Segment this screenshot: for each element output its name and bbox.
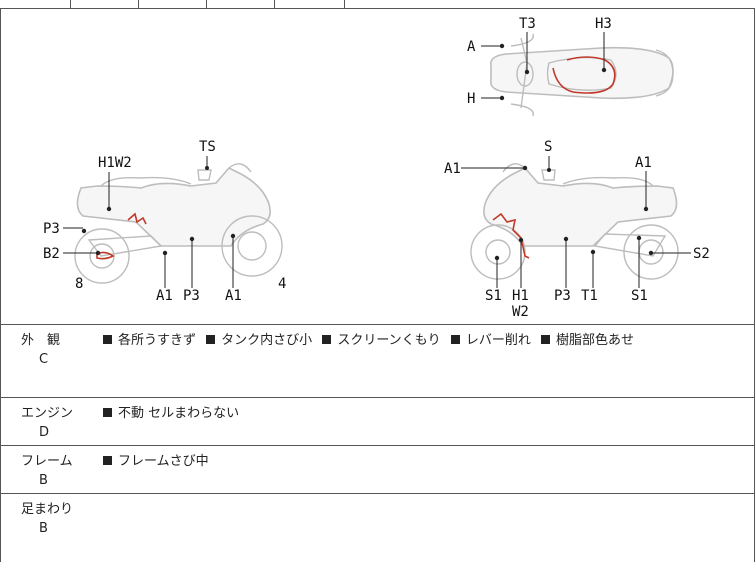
section-grade: D: [39, 425, 50, 440]
label-top-a: A: [467, 39, 476, 55]
label-left-b2: B2: [43, 246, 60, 262]
condition-table: 外 観 C 各所うすきず タンク内さび小 スクリーンくもり レバー削れ 樹脂部色…: [0, 324, 755, 562]
bullet-square-icon: [103, 456, 112, 465]
label-right-a1-rear: A1: [635, 155, 652, 171]
note-item: フレームさび中: [118, 454, 209, 469]
label-left-4: 4: [278, 276, 286, 292]
section-notes: 不動 セルまわらない: [103, 402, 245, 421]
label-left-a1-1: A1: [156, 288, 173, 304]
label-left-h1w2: H1W2: [98, 155, 132, 171]
bullet-square-icon: [322, 335, 332, 344]
section-title: 足まわり: [21, 502, 74, 517]
label-top-h3: H3: [595, 16, 612, 32]
label-left-8: 8: [75, 276, 83, 292]
bullet-square-icon: [540, 335, 550, 344]
bullet-square-icon: [450, 335, 460, 344]
left-view-scooter: [74, 163, 283, 284]
section-notes: 各所うすきず タンク内さび小 スクリーンくもり レバー削れ 樹脂部色あせ: [103, 329, 640, 348]
note-item: タンク内さび小: [221, 333, 313, 348]
label-right-s1-rear: S1: [631, 288, 648, 304]
note-item: 樹脂部色あせ: [555, 333, 634, 348]
label-top-t3: T3: [519, 16, 536, 32]
top-table-strip: [0, 0, 755, 9]
bullet-square-icon: [103, 408, 112, 417]
top-view-leaders: [481, 32, 607, 101]
note-item: 不動 セルまわらない: [118, 406, 240, 421]
section-row-suspension: 足まわり B: [1, 494, 754, 562]
right-view-leaders: [461, 156, 691, 288]
note-item: スクリーンくもり: [337, 333, 441, 348]
label-right-s1-front: S1: [485, 288, 502, 304]
label-left-p3-2: P3: [183, 288, 200, 304]
section-notes: フレームさび中: [103, 450, 215, 469]
label-left-a1-2: A1: [225, 288, 242, 304]
section-row-exterior: 外 観 C 各所うすきず タンク内さび小 スクリーンくもり レバー削れ 樹脂部色…: [1, 325, 754, 398]
label-top-h: H: [467, 91, 475, 107]
section-title: エンジン: [21, 406, 74, 421]
label-right-t1: T1: [581, 288, 598, 304]
section-row-engine: エンジン D 不動 セルまわらない: [1, 398, 754, 446]
section-title: フレーム: [21, 454, 73, 469]
label-right-h1: H1: [512, 288, 529, 304]
right-view-scooter: [470, 163, 679, 280]
section-title: 外 観: [21, 333, 61, 348]
label-right-s: S: [544, 139, 552, 155]
note-item: 各所うすきず: [118, 333, 197, 348]
label-right-p3: P3: [554, 288, 571, 304]
label-right-w2: W2: [512, 304, 529, 320]
section-grade: B: [39, 521, 48, 536]
section-grade: B: [39, 473, 48, 488]
bullet-square-icon: [206, 335, 216, 344]
bullet-square-icon: [103, 335, 112, 344]
label-right-a1-front: A1: [444, 161, 461, 177]
label-left-p3: P3: [43, 221, 60, 237]
section-row-frame: フレーム B フレームさび中: [1, 446, 754, 494]
scooter-diagram: A T3 H3 H: [43, 16, 710, 320]
damage-diagram: A T3 H3 H: [0, 8, 755, 324]
left-view-leaders: [63, 156, 236, 288]
note-item: レバー削れ: [465, 333, 531, 348]
top-view-scooter: [489, 33, 674, 117]
section-grade: C: [39, 352, 49, 367]
label-left-ts: TS: [199, 139, 216, 155]
label-right-s2: S2: [693, 246, 710, 262]
